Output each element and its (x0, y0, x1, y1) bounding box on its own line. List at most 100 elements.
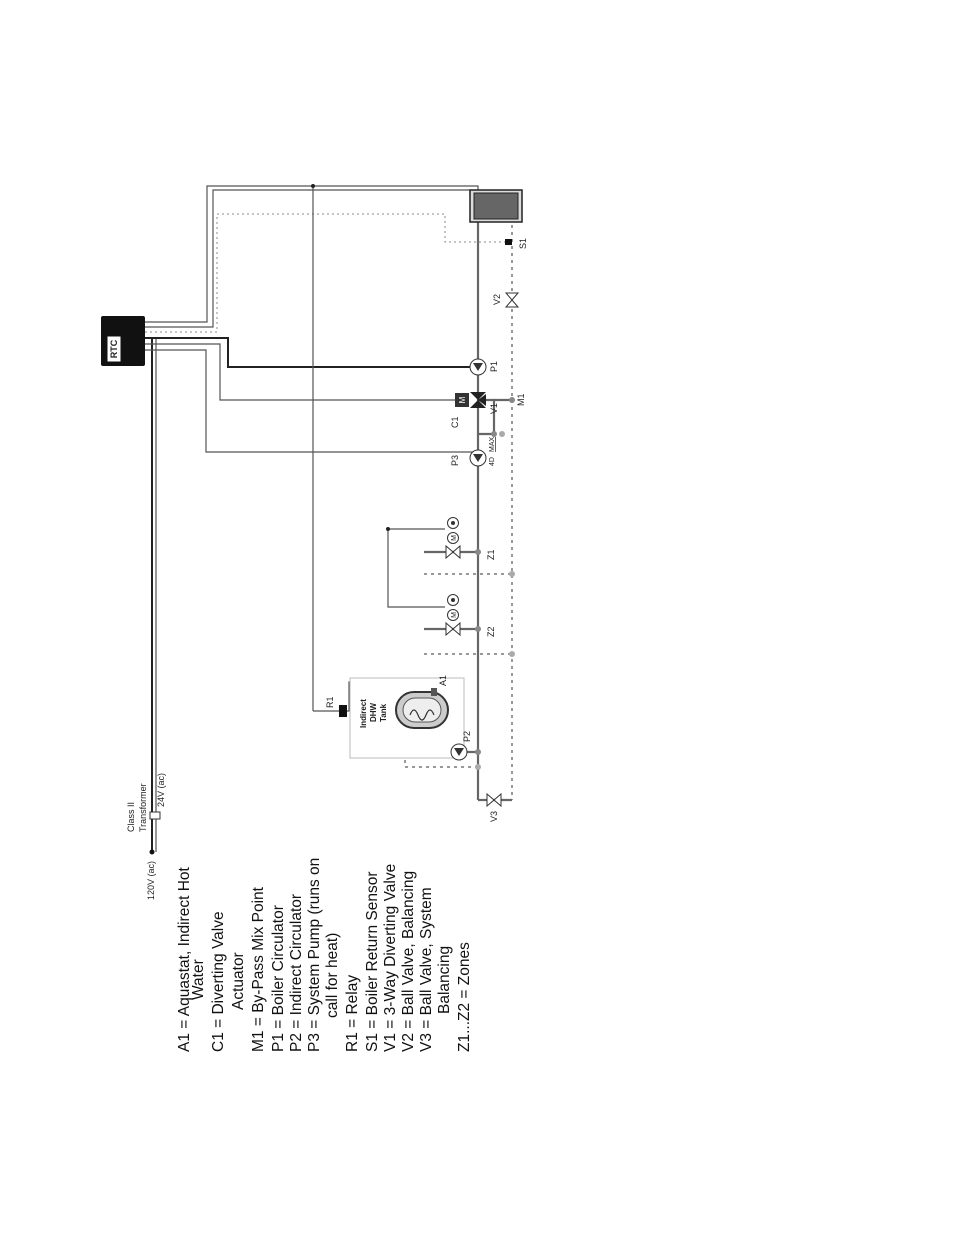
tee-point (491, 431, 497, 437)
v1-valve[interactable]: V1 (470, 392, 499, 414)
s1-icon (505, 239, 512, 245)
zone2-motor-icon (447, 609, 459, 621)
p2-pump[interactable]: P2 (450, 731, 472, 761)
p1-label: P1 (489, 361, 499, 372)
wire-rtc-p1 (145, 337, 476, 368)
zone1-return-tee (509, 571, 515, 577)
c1-actuator[interactable]: M C1 (450, 393, 469, 428)
wire-rtc-boiler (145, 185, 479, 323)
s1-label: S1 (518, 238, 528, 249)
spacing-note: 4D MAX (489, 437, 496, 467)
v2-valve[interactable]: V2 (492, 292, 520, 308)
legend-v3-cont: Balancing (436, 946, 453, 1014)
legend-a1: A1 = Aquastat, Indirect Hot (176, 866, 193, 1052)
legend-v3: V3 = Ball Valve, System (418, 887, 435, 1052)
v3-label: V3 (489, 811, 499, 822)
p1-arrow-icon (473, 363, 483, 371)
transformer-label-2: Transformer (138, 783, 148, 832)
zone1-valve-icon-b (452, 544, 461, 560)
legend-p1: P1 = Boiler Circulator (270, 905, 287, 1052)
wire-rtc-p3 (145, 349, 476, 453)
zone1-tee (475, 549, 481, 555)
tank-inner-icon (402, 697, 442, 723)
zone2-thermostat-dot (451, 598, 455, 602)
tank-tee (475, 749, 481, 755)
indirect-dhw-tank[interactable]: Indirect DHW Tank (349, 677, 465, 759)
wire-junction-zones (386, 527, 390, 531)
zone-1[interactable]: M Z1 (445, 517, 496, 561)
a1-label: A1 (438, 675, 448, 686)
transformer-label-1: Class II (126, 802, 136, 832)
v2-icon-b (504, 299, 520, 308)
zone2-motor-mark: M (451, 612, 458, 618)
a1-aquastat[interactable]: A1 (431, 675, 448, 696)
tank-label-2: DHW (369, 702, 378, 722)
r1-label: R1 (325, 696, 335, 708)
legend-s1: S1 = Boiler Return Sensor (364, 872, 381, 1053)
legend-a1-cont: Water (190, 959, 207, 1000)
legend-z: Z1...Z2 = Zones (456, 942, 473, 1052)
s1-sensor[interactable]: S1 (505, 238, 528, 249)
zone2-return-tee (509, 651, 515, 657)
c1-icon (455, 393, 469, 407)
wiring (145, 184, 508, 852)
p3-pump[interactable]: P3 (450, 449, 487, 467)
rtc-label: RTC (109, 339, 119, 358)
z2-label: Z2 (486, 626, 496, 637)
legend-v1: V1 = 3-Way Diverting Valve (382, 864, 399, 1052)
p1-pump[interactable]: P1 (469, 358, 499, 376)
zone2-tee (475, 626, 481, 632)
v3-valve[interactable]: V3 (486, 792, 502, 822)
tank-tee-2 (475, 764, 481, 770)
tank-coil-icon (409, 709, 435, 721)
wire-zones (387, 528, 445, 608)
spacing-number: 4D (489, 457, 496, 466)
zone2-valve-icon-a (445, 621, 454, 637)
p3-arrow-icon (473, 454, 483, 462)
v2-label: V2 (492, 294, 502, 305)
v1-icon-c (478, 394, 486, 406)
p2-arrow-icon (454, 748, 464, 756)
legend-r1: R1 = Relay (344, 975, 361, 1052)
v3-icon-b (493, 792, 502, 808)
v2-icon-a (504, 292, 520, 301)
rtc-controller[interactable]: RTC (101, 316, 145, 366)
power-supply: 120V (ac) Class II Transformer 24V (ac) (126, 773, 166, 900)
legend-p2: P2 = Indirect Circulator (288, 894, 305, 1052)
c1-icon-mark: M (458, 396, 467, 403)
line-voltage-label: 120V (ac) (146, 861, 156, 900)
tank-label-3: Tank (379, 703, 388, 722)
zone-2[interactable]: M Z2 (445, 594, 496, 638)
zone1-thermostat-dot (451, 521, 455, 525)
r1-icon (339, 705, 347, 717)
rtc-label-plate (106, 335, 122, 363)
p2-label: P2 (462, 731, 472, 742)
p3-label: P3 (450, 455, 460, 466)
zone1-valve-icon-a (445, 544, 454, 560)
legend-m1: M1 = By-Pass Mix Point (250, 886, 267, 1052)
a1-icon (431, 688, 437, 696)
legend-v2: V2 = Ball Valve, Balancing (400, 871, 417, 1052)
legend-c1: C1 = Diverting Valve (210, 911, 227, 1052)
v1-icon-a (470, 392, 486, 400)
boiler[interactable] (469, 189, 523, 223)
zone2-valve-icon-b (452, 621, 461, 637)
v1-icon-b (470, 400, 486, 408)
zone1-motor-mark: M (451, 535, 458, 541)
z1-label: Z1 (486, 549, 496, 560)
zone1-motor-icon (447, 532, 459, 544)
transformer-icon (149, 811, 161, 820)
v3-icon-a (486, 792, 495, 808)
power-terminal (149, 849, 155, 855)
v1-label: V1 (489, 403, 499, 414)
tee-point-2 (499, 431, 505, 437)
tank-return (404, 720, 478, 768)
legend-p3-cont: call for heat) (324, 933, 341, 1018)
legend-c1-cont: Actuator (230, 952, 247, 1010)
c1-label: C1 (450, 416, 460, 428)
tank-label-1: Indirect (359, 699, 368, 728)
wire-rtc-sensor (145, 213, 508, 333)
m1-point (509, 397, 515, 403)
